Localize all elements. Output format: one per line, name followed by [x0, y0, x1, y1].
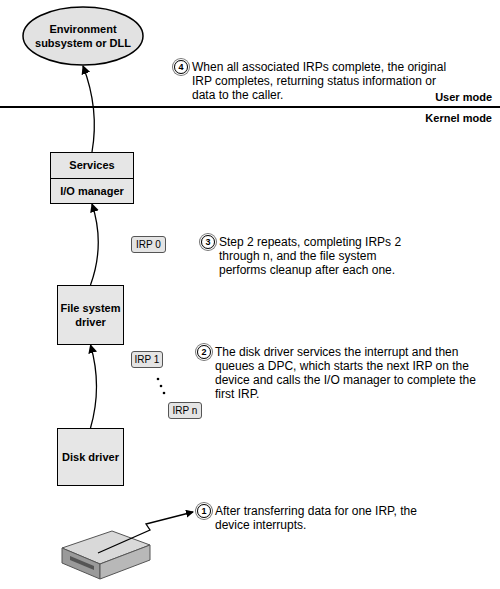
io-manager-box: ServicesI/O manager [50, 152, 134, 204]
callout-text: After transferring data for one IRP, the… [215, 504, 437, 532]
disk-device [62, 531, 150, 579]
irp-badge: IRP 1 [131, 351, 163, 368]
flow-arrow [91, 204, 99, 285]
node-text: IRP 0 [136, 238, 161, 251]
irp-badge: IRP 0 [131, 236, 166, 253]
mode-label: Kernel mode [425, 112, 492, 125]
callout-text: The disk driver services the interrupt a… [215, 345, 477, 401]
node-text: Disk driver [62, 450, 119, 464]
node-text: I/O manager [60, 184, 124, 198]
node-text: Environment subsystem or DLL [22, 22, 144, 50]
ellipsis-dot [163, 392, 166, 395]
callout-number: 1 [197, 504, 211, 518]
callout-number: 3 [201, 235, 215, 249]
ellipsis-dot [160, 385, 163, 388]
node-text: IRP n [173, 404, 198, 417]
device-slot [70, 556, 94, 570]
driver-box: File system driver [57, 285, 124, 345]
subsystem-ellipse: Environment subsystem or DLL [22, 6, 144, 66]
ellipse-outline [22, 6, 144, 66]
node-text: IRP 1 [135, 353, 160, 366]
driver-box: Disk driver [57, 428, 124, 486]
mode-divider [0, 106, 500, 108]
flow-arrow [91, 345, 97, 428]
node-text: File system driver [58, 301, 123, 329]
ellipse-shape [23, 7, 143, 65]
interrupt-bolt [98, 512, 193, 553]
callout-number: 2 [197, 345, 211, 359]
box-section: Services [51, 153, 133, 179]
box-section: I/O manager [51, 179, 133, 204]
node-text: Services [69, 158, 114, 172]
ellipsis-dot [157, 378, 160, 381]
mode-label: User mode [435, 91, 492, 104]
device-front [62, 548, 100, 579]
callout-number: 4 [174, 60, 188, 74]
irp-badge: IRP n [168, 402, 202, 419]
callout-text: Step 2 repeats, completing IRPs 2 throug… [219, 235, 424, 277]
flow-arrow [83, 66, 94, 152]
device-side [100, 545, 150, 579]
callout-text: When all associated IRPs complete, the o… [192, 60, 447, 102]
